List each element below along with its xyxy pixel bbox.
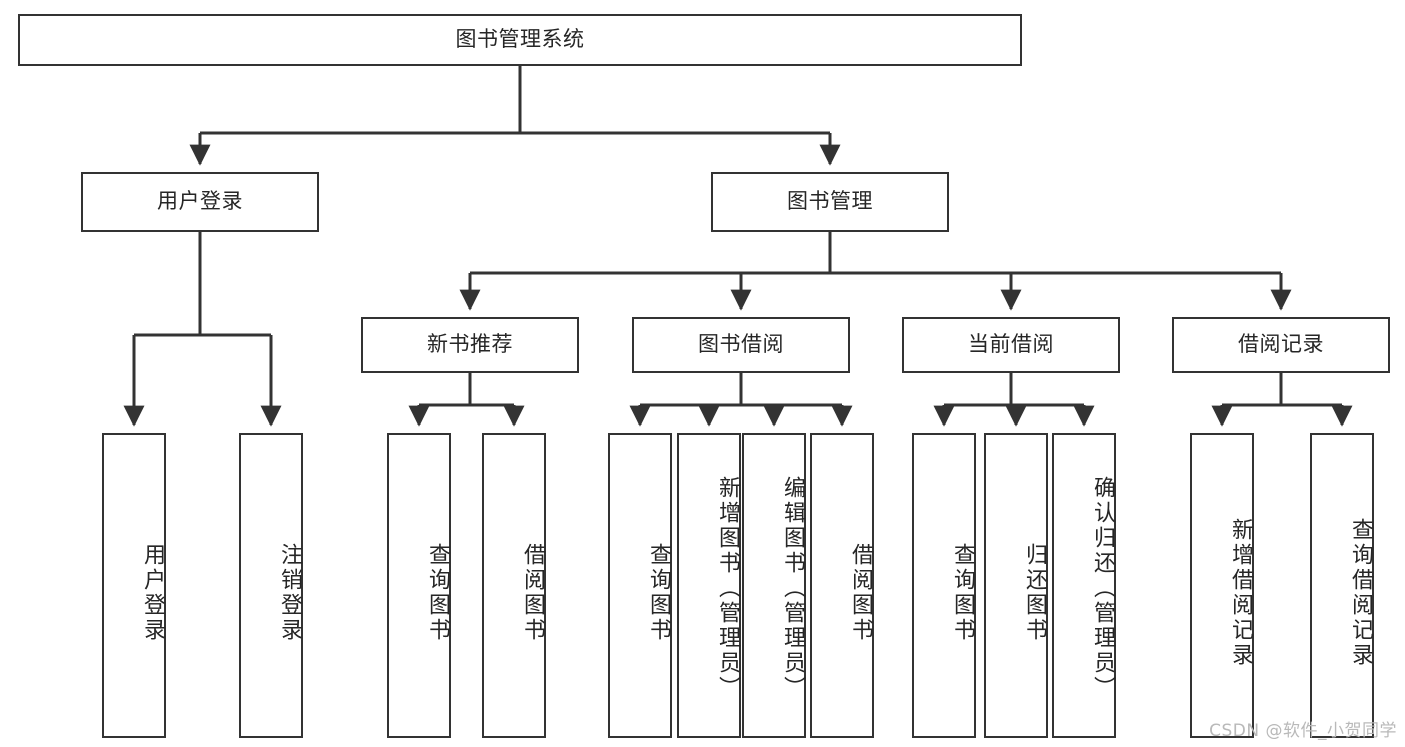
node-book-borrow[interactable]: 图书借阅 bbox=[632, 317, 850, 373]
node-label: 借阅记录 bbox=[1238, 332, 1324, 357]
node-leaf-borrow-book-1[interactable]: 借阅图书 bbox=[482, 433, 546, 738]
node-label: 图书借阅 bbox=[698, 332, 784, 357]
node-label: 编辑图书（管理员） bbox=[780, 476, 805, 701]
node-label: 归还图书 bbox=[1022, 542, 1047, 643]
node-label: 新书推荐 bbox=[427, 332, 513, 357]
edge-user-login-bus bbox=[134, 232, 271, 337]
node-label: 注销登录 bbox=[277, 542, 302, 643]
node-leaf-confirm-return[interactable]: 确认归还（管理员） bbox=[1052, 433, 1116, 738]
node-root-图书管理系统[interactable]: 图书管理系统 bbox=[18, 14, 1022, 66]
node-label: 图书管理 bbox=[787, 189, 873, 214]
node-leaf-edit-book[interactable]: 编辑图书（管理员） bbox=[742, 433, 806, 738]
edge-borrow-record-bus bbox=[1222, 373, 1342, 407]
node-label: 新增借阅记录 bbox=[1228, 517, 1253, 668]
watermark: CSDN @软件_小贺同学 bbox=[1209, 721, 1397, 741]
edge-new-book-bus bbox=[419, 373, 514, 407]
node-leaf-query-book-2[interactable]: 查询图书 bbox=[608, 433, 672, 738]
node-leaf-user-login[interactable]: 用户登录 bbox=[102, 433, 166, 738]
node-leaf-add-book[interactable]: 新增图书（管理员） bbox=[677, 433, 741, 738]
edge-root-bus bbox=[200, 66, 830, 135]
node-label: 当前借阅 bbox=[968, 332, 1054, 357]
node-user-login[interactable]: 用户登录 bbox=[81, 172, 319, 232]
node-label: 用户登录 bbox=[140, 542, 165, 643]
node-leaf-return-book[interactable]: 归还图书 bbox=[984, 433, 1048, 738]
node-label: 新增图书（管理员） bbox=[715, 476, 740, 701]
node-current-borrow[interactable]: 当前借阅 bbox=[902, 317, 1120, 373]
node-leaf-logout[interactable]: 注销登录 bbox=[239, 433, 303, 738]
node-label: 查询图书 bbox=[950, 542, 975, 643]
node-label: 查询借阅记录 bbox=[1348, 517, 1373, 668]
node-leaf-query-book-1[interactable]: 查询图书 bbox=[387, 433, 451, 738]
node-label: 查询图书 bbox=[425, 542, 450, 643]
node-leaf-query-book-3[interactable]: 查询图书 bbox=[912, 433, 976, 738]
edge-book-manage-bus bbox=[470, 232, 1281, 275]
node-label: 借阅图书 bbox=[520, 542, 545, 643]
node-leaf-query-record[interactable]: 查询借阅记录 bbox=[1310, 433, 1374, 738]
node-leaf-add-record[interactable]: 新增借阅记录 bbox=[1190, 433, 1254, 738]
node-label: 确认归还（管理员） bbox=[1090, 476, 1115, 701]
edge-current-borrow-bus bbox=[944, 373, 1084, 407]
edge-book-borrow-bus bbox=[640, 373, 842, 407]
node-label: 借阅图书 bbox=[848, 542, 873, 643]
node-label: 查询图书 bbox=[646, 542, 671, 643]
node-leaf-borrow-book-2[interactable]: 借阅图书 bbox=[810, 433, 874, 738]
node-label: 用户登录 bbox=[157, 189, 243, 214]
node-borrow-record[interactable]: 借阅记录 bbox=[1172, 317, 1390, 373]
node-new-book-recommend[interactable]: 新书推荐 bbox=[361, 317, 579, 373]
node-book-manage[interactable]: 图书管理 bbox=[711, 172, 949, 232]
